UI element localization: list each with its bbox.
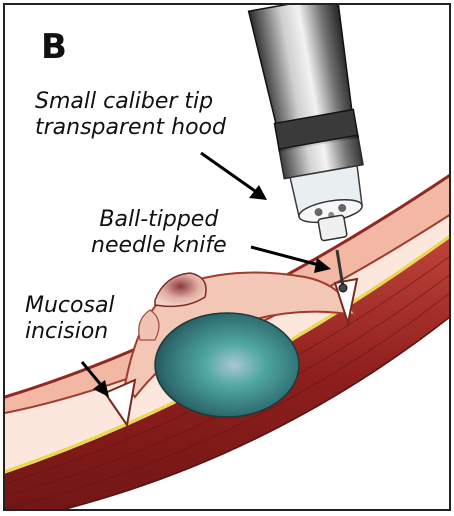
- surface-bump: [155, 273, 206, 306]
- label-knife-line2: needle knife: [91, 233, 227, 259]
- figure-frame: B Small caliber tip transparent hood Bal…: [3, 3, 451, 511]
- label-knife-line1: Ball-tipped: [91, 207, 227, 233]
- endoscope: [249, 5, 379, 247]
- label-incision-line1: Mucosal: [25, 293, 115, 319]
- panel-letter: B: [41, 27, 67, 67]
- label-incision-line2: incision: [25, 319, 115, 345]
- label-mucosal-incision: Mucosal incision: [25, 293, 115, 345]
- label-hood-line2: transparent hood: [35, 115, 226, 141]
- endoscopy-illustration: [5, 5, 451, 511]
- label-hood: Small caliber tip transparent hood: [35, 89, 226, 141]
- label-hood-line1: Small caliber tip: [35, 89, 226, 115]
- label-needle-knife: Ball-tipped needle knife: [91, 207, 227, 259]
- submucosal-lesion: [155, 313, 299, 417]
- needle-ball-tip: [339, 284, 347, 292]
